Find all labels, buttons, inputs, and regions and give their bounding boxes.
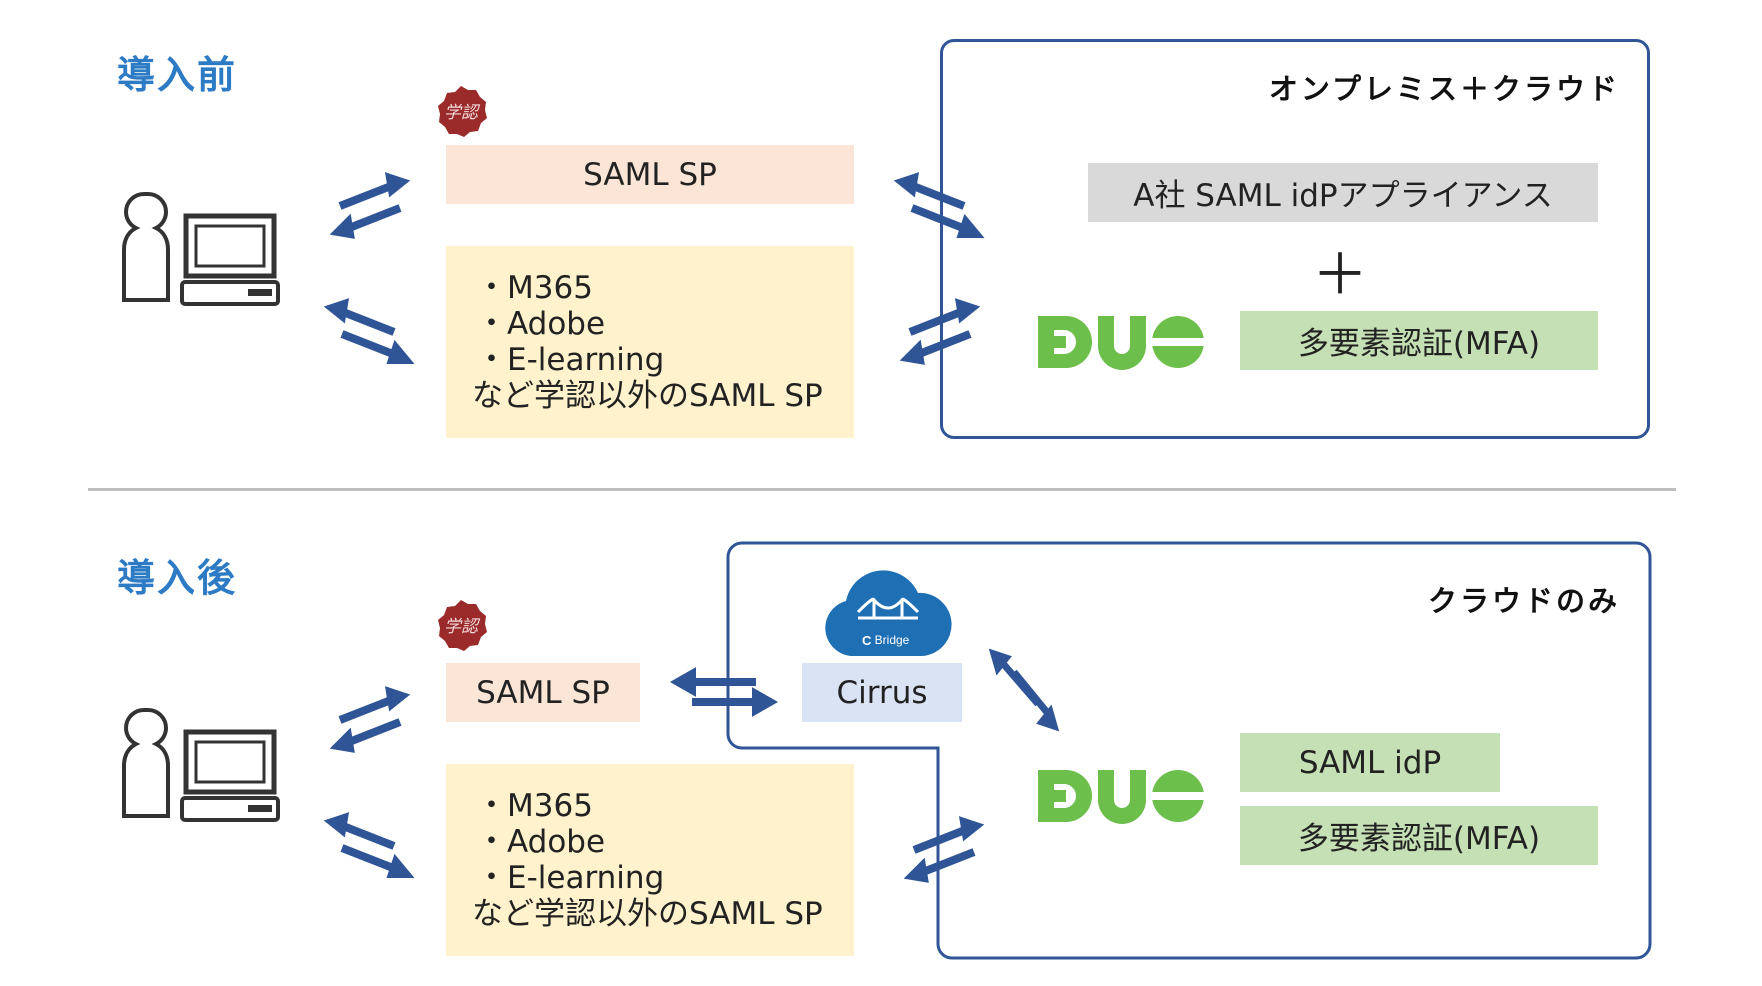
list-item: E-learning [476,860,854,896]
duo-logo [1038,770,1204,824]
saml-sp-label: SAML SP [476,674,610,711]
section-title-before: 導入前 [117,53,238,97]
idp-appliance-box: A社 SAML idPアプライアンス [1088,163,1598,222]
list-item: M365 [476,270,854,306]
mfa-label: 多要素認証(MFA) [1297,821,1541,857]
bidirectional-arrow-icon [669,667,779,717]
list-item: Adobe [476,306,854,342]
plus-sign: ＋ [1312,243,1368,308]
saml-sp-label: SAML SP [583,156,717,193]
region-title-after: クラウドのみ [1427,584,1620,618]
svg-text:C: C [862,633,872,648]
user-computer-icon [122,192,280,306]
list-item: Adobe [476,824,854,860]
section-divider [88,488,1676,491]
other-sp-box-after: M365 Adobe E-learning など学認以外のSAML SP [446,764,854,956]
saml-sp-box-after: SAML SP [446,663,640,722]
bidirectional-arrow-icon [903,816,985,883]
list-item: M365 [476,788,854,824]
cirrus-bridge-cloud-icon: Bridge C [825,570,952,656]
mfa-label: 多要素認証(MFA) [1297,326,1541,362]
other-sp-caption: など学認以外のSAML SP [472,896,823,932]
cirrus-box: Cirrus [802,663,962,722]
bidirectional-arrow-icon [323,812,415,878]
seal-text: 学認 [444,103,481,123]
other-sp-caption: など学認以外のSAML SP [472,378,823,414]
seal-text: 学認 [444,617,481,637]
list-item: E-learning [476,342,854,378]
bidirectional-arrow-icon [988,648,1060,732]
user-computer-icon [122,708,280,822]
mfa-box-after: 多要素認証(MFA) [1240,806,1598,865]
saml-sp-box-before: SAML SP [446,145,854,204]
bridge-label: Bridge [875,633,910,647]
gakunin-seal-icon: 学認 [438,86,487,137]
saml-idp-label: SAML idP [1298,744,1442,781]
region-title-before: オンプレミス＋クラウド [1268,72,1620,106]
bidirectional-arrow-icon [329,686,411,753]
onprem-cloud-frame [940,39,1650,439]
duo-logo [1038,316,1204,370]
other-sp-box-before: M365 Adobe E-learning など学認以外のSAML SP [446,246,854,438]
mfa-box-before: 多要素認証(MFA) [1240,311,1598,370]
cirrus-label: Cirrus [836,674,928,711]
idp-appliance-label: A社 SAML idPアプライアンス [1133,178,1553,214]
section-title-after: 導入後 [117,556,238,600]
gakunin-seal-icon: 学認 [438,600,487,651]
bidirectional-arrow-icon [329,172,411,239]
bidirectional-arrow-icon [893,172,985,238]
bidirectional-arrow-icon [323,298,415,364]
saml-idp-box: SAML idP [1240,733,1500,792]
